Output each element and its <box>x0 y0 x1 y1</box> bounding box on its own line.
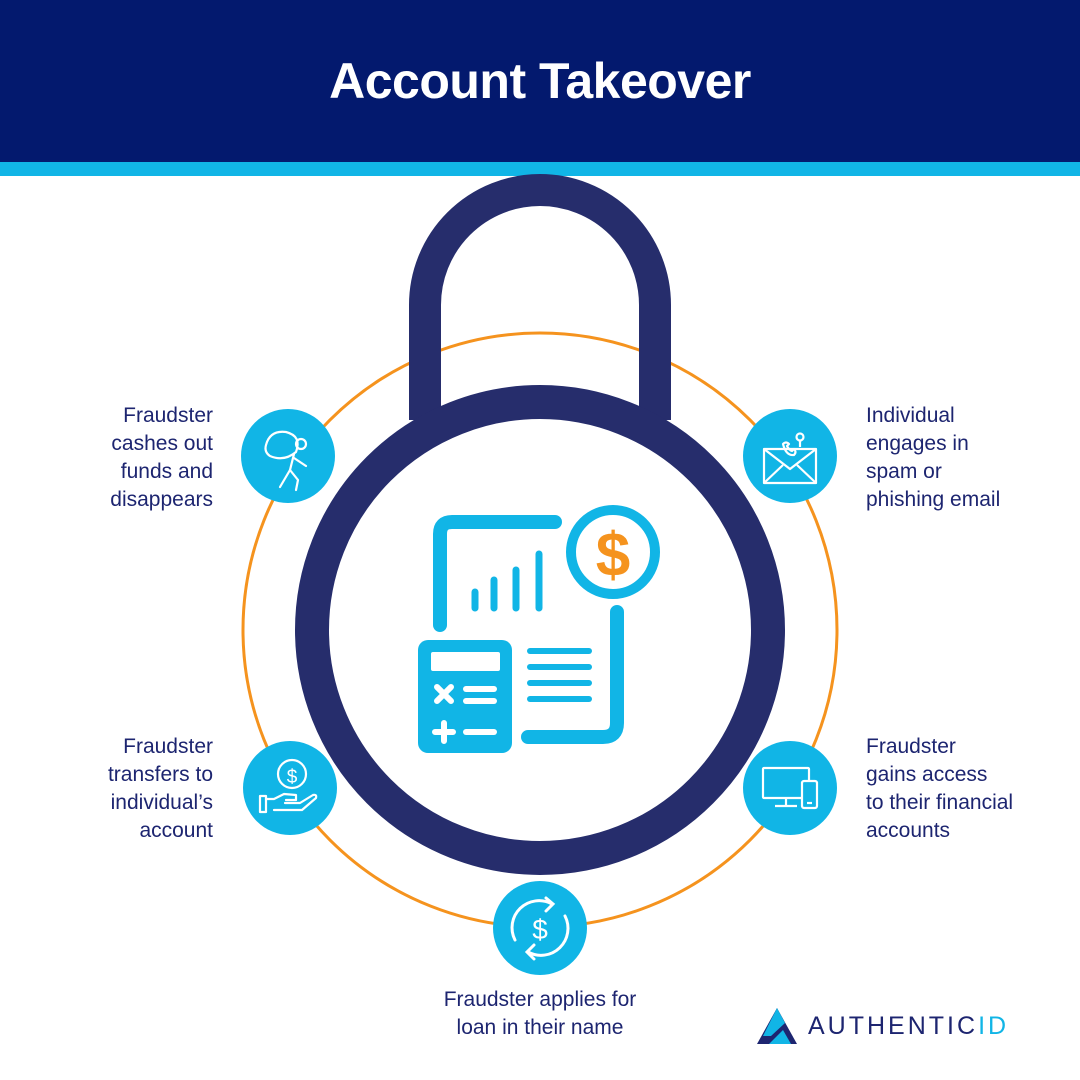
step-label-line: accounts <box>866 819 951 842</box>
header-stripe <box>0 162 1080 176</box>
step-label-line: Fraudster <box>123 404 213 427</box>
step-label-line: transfers to <box>107 763 213 786</box>
brand-name: AUTHENTICID <box>808 1012 1009 1041</box>
step-node-transfer: $ <box>243 741 337 835</box>
thief-icon <box>264 430 308 492</box>
calculator-icon <box>418 640 512 753</box>
step-label-line: engages in <box>866 432 969 455</box>
step-node-phishing <box>743 409 837 503</box>
step-node-cashout <box>241 409 335 503</box>
finance-documents-icon <box>433 505 660 744</box>
step-node-loan: $ <box>493 881 587 975</box>
dollar-symbol: $ <box>596 521 630 590</box>
hand-coin-icon <box>258 758 318 814</box>
step-label-line: disappears <box>110 488 213 511</box>
header-banner <box>0 0 1080 162</box>
step-label-line: funds and <box>120 460 213 483</box>
transfer-dollar-symbol: $ <box>287 767 298 788</box>
brand-name-part1: AUTHENTIC <box>808 1012 979 1040</box>
page-title: Account Takeover <box>329 53 751 109</box>
authenticid-logo-icon <box>757 1008 797 1044</box>
step-label-phishing: Individual engages in spam or phishing e… <box>866 402 1000 514</box>
step-label-access: Fraudster gains access to their financia… <box>866 733 1013 845</box>
step-label-cashout: Fraudster cashes out funds and disappear… <box>20 402 213 514</box>
dollar-cycle-icon <box>510 896 570 961</box>
step-label-line: spam or <box>866 460 942 483</box>
step-label-line: account <box>139 819 213 842</box>
step-label-line: phishing email <box>866 488 1001 511</box>
step-label-line: Fraudster <box>866 735 956 758</box>
step-label-line: loan in their name <box>456 1016 624 1039</box>
brand-name-part2: ID <box>978 1012 1010 1040</box>
envelope-icon <box>762 432 818 485</box>
step-node-access <box>743 741 837 835</box>
step-label-line: Fraudster <box>123 735 213 758</box>
loan-dollar-symbol: $ <box>532 914 548 945</box>
step-label-line: gains access <box>866 763 988 786</box>
step-label-line: Fraudster applies for <box>443 988 637 1011</box>
step-label-line: Individual <box>866 404 955 427</box>
step-label-transfer: Fraudster transfers to individual’s acco… <box>20 733 213 845</box>
step-label-line: individual’s <box>110 791 213 814</box>
step-label-loan: Fraudster applies for loan in their name <box>390 986 690 1042</box>
step-label-line: to their financial <box>866 791 1014 814</box>
step-label-line: cashes out <box>111 432 213 455</box>
devices-icon <box>761 766 819 810</box>
